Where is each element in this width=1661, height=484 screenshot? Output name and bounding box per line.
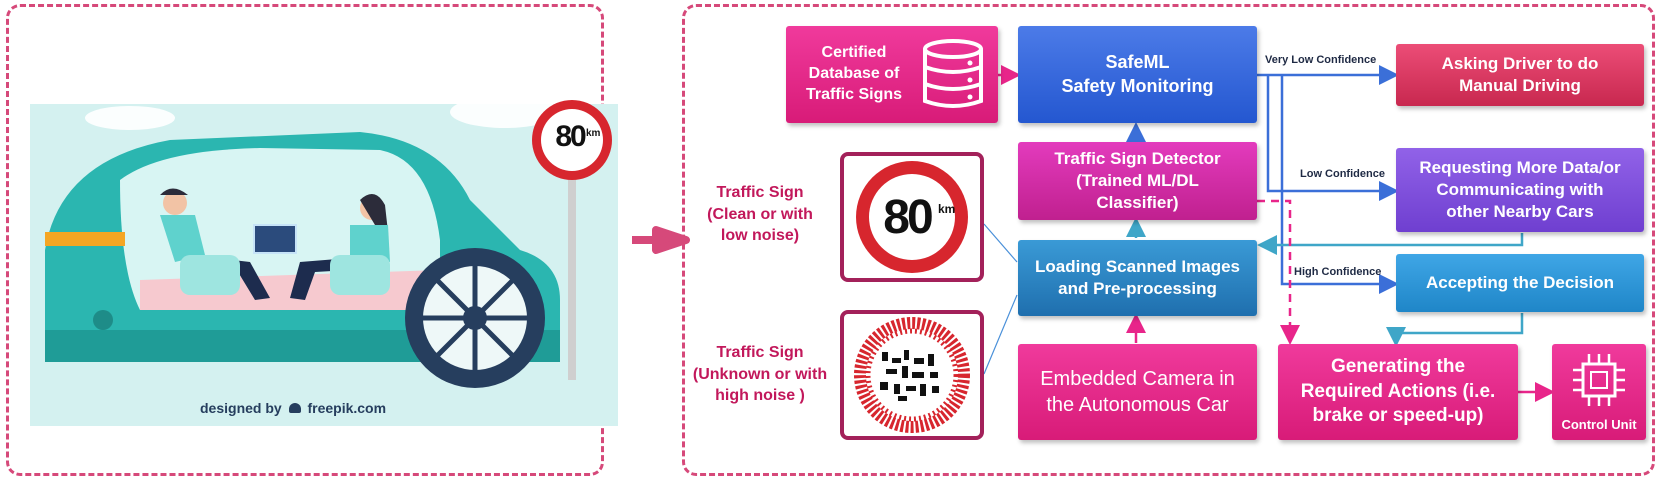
- credit-brand: freepik.com: [307, 400, 387, 416]
- clean-sign-image: 80 km: [840, 152, 984, 282]
- clean-sign-number: 80: [883, 191, 933, 244]
- safeml-monitoring-node: SafeML Safety Monitoring: [1018, 26, 1257, 123]
- credit-prefix: designed by: [200, 400, 282, 416]
- speed-limit-sign-icon: [856, 161, 968, 273]
- noisy-sign-image: [840, 310, 984, 440]
- left-sign-number: 80: [548, 120, 592, 154]
- detector-label: Traffic Sign Detector (Trained ML/DL Cla…: [1054, 148, 1221, 213]
- chip-icon: [1573, 354, 1625, 406]
- high-confidence-label: High Confidence: [1294, 266, 1382, 278]
- accept-label: Accepting the Decision: [1426, 272, 1614, 292]
- manual-driving-node: Asking Driver to do Manual Driving: [1396, 44, 1644, 106]
- clean-sign-label: Traffic Sign (Clean or with low noise): [707, 184, 813, 245]
- traffic-sign-detector-node: Traffic Sign Detector (Trained ML/DL Cla…: [1018, 142, 1257, 220]
- low-confidence-label: Low Confidence: [1300, 168, 1385, 180]
- freepik-logo-icon: [288, 403, 301, 413]
- generate-actions-node: Generating the Required Actions (i.e. br…: [1278, 344, 1518, 440]
- manual-label: Asking Driver to do Manual Driving: [1441, 53, 1599, 95]
- request-more-data-node: Requesting More Data/or Communicating wi…: [1396, 148, 1644, 232]
- loading-label: Loading Scanned Images and Pre-processin…: [1035, 256, 1240, 298]
- database-icon: [923, 39, 983, 108]
- certified-database-node: Certified Database of Traffic Signs: [786, 26, 998, 123]
- left-sign-unit: km: [586, 128, 601, 139]
- actions-label: Generating the Required Actions (i.e. br…: [1300, 355, 1496, 427]
- left-sign-number-text: 80: [555, 120, 586, 153]
- control-label: Control Unit: [1561, 417, 1637, 433]
- loading-images-node: Loading Scanned Images and Pre-processin…: [1018, 240, 1257, 316]
- control-unit-node: Control Unit: [1552, 344, 1646, 440]
- clean-sign-unit: km: [938, 202, 956, 216]
- noisy-sign-icon: [854, 317, 970, 433]
- very-low-confidence-label: Very Low Confidence: [1265, 54, 1377, 66]
- noisy-sign-label: Traffic Sign (Unknown or with high noise…: [692, 344, 828, 405]
- accept-decision-node: Accepting the Decision: [1396, 254, 1644, 312]
- embedded-camera-node: Embedded Camera in the Autonomous Car: [1018, 344, 1257, 440]
- freepik-credit: designed by freepik.com: [200, 400, 386, 416]
- database-label: Certified Database of Traffic Signs: [805, 44, 903, 103]
- more-data-label: Requesting More Data/or Communicating wi…: [1419, 157, 1621, 222]
- camera-label: Embedded Camera in the Autonomous Car: [1040, 368, 1235, 416]
- safeml-label: SafeML Safety Monitoring: [1061, 52, 1214, 96]
